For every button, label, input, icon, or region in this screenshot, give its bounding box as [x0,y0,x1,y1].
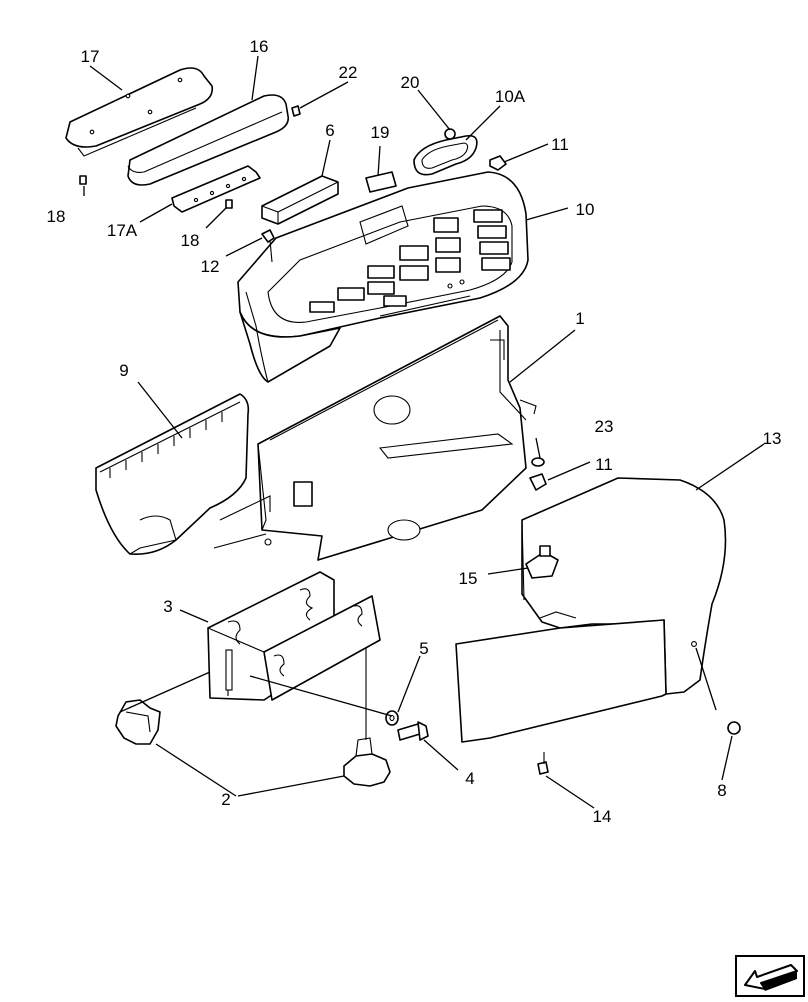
part-23-washer [531,457,545,467]
callout-11-mid: 11 [595,455,613,474]
callout-14: 14 [593,807,612,826]
part-1-main-frame [213,315,537,561]
callout-5: 5 [419,639,428,658]
part-11-nut-a [489,155,507,171]
part-10a-seal [413,128,478,176]
callout-23: 23 [595,417,614,436]
part-18-screw-b [225,199,233,209]
callout-22: 22 [339,63,358,82]
callout-11-top: 11 [551,135,569,154]
callout-16: 16 [250,37,269,56]
callout-17a: 17 [81,47,100,66]
callout-10a: 10A [495,87,526,106]
part-14-screw [537,752,549,775]
part-16-armrest-cushion [127,94,290,186]
part-5-washer [385,710,399,726]
part-8-plug [727,721,741,735]
part-4-bolt [397,721,429,741]
callout-2: 2 [221,790,230,809]
callout-18-left: 18 [47,207,66,226]
part-19-pad [365,171,397,193]
callout-20: 20 [401,73,420,92]
part-18-screw-a [79,175,87,185]
callout-19: 19 [371,123,390,142]
callout-13: 13 [763,429,782,448]
leader-lines [83,55,765,809]
callout-10: 10 [576,200,595,219]
part-17a-armrest-plate [65,67,214,157]
part-11-nut-b [529,473,547,491]
callout-17: 17A [107,221,138,240]
callout-15: 15 [459,569,478,588]
part-2-knob-left [115,699,161,745]
part-9-left-side-panel [95,393,250,556]
part-3-support-bracket [207,571,381,701]
callout-6: 6 [325,121,334,140]
part-22-screw [291,105,301,117]
part-2-knob-right [343,648,391,787]
part-12-screw [261,229,275,263]
part-6-foam-block [261,175,339,225]
callout-3: 3 [163,597,172,616]
part-13-right-cover [455,477,727,743]
callout-9: 9 [119,361,128,380]
callout-4: 4 [465,769,474,788]
callout-8: 8 [717,781,726,800]
callout-1: 1 [575,309,584,328]
part-15-mount [525,545,559,579]
part-10-console-top [237,171,529,383]
callout-18-mid: 18 [181,231,200,250]
part-17-hinge-bracket [171,165,261,213]
arrow-back-icon[interactable] [735,955,805,997]
callout-labels: 17 16 22 6 19 20 10A 11 10 18 17A 18 12 … [47,37,782,826]
callout-12: 12 [201,257,220,276]
